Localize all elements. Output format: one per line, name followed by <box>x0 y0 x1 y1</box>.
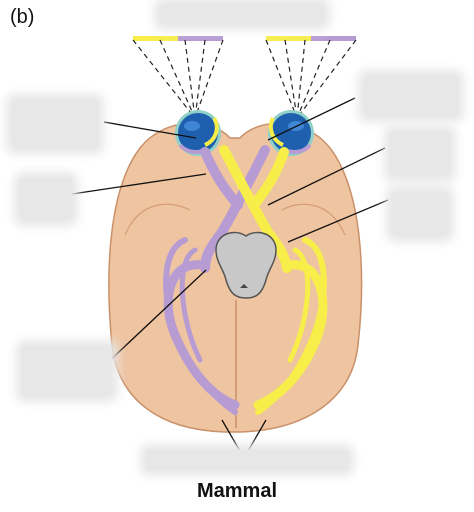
label-blank-top <box>160 4 324 24</box>
visual-field-right-eye-yellow <box>266 36 311 41</box>
label-blank-optic-tract <box>392 192 448 236</box>
right-eye <box>268 110 314 156</box>
light-rays <box>132 39 357 119</box>
label-blank-visual-cortex <box>146 450 348 470</box>
label-blank-optic-chiasm <box>390 132 450 176</box>
cortex-fold-right <box>281 203 346 236</box>
label-blank-optic-nerve <box>20 178 72 220</box>
optic-nerve-right-yellow <box>249 147 289 210</box>
left-eye <box>175 110 221 156</box>
label-blank-retina <box>364 76 458 116</box>
visual-field-right-eye-purple <box>311 36 356 41</box>
optic-radiation-left <box>163 237 240 415</box>
visual-field-left-eye-purple <box>178 36 223 41</box>
optic-tract-right-yellow <box>219 145 292 273</box>
optic-tract-left-purple <box>200 145 270 273</box>
label-blank-eye <box>12 100 98 148</box>
figure-caption: Mammal <box>196 480 278 502</box>
optic-radiation-right <box>253 237 328 415</box>
ventricle-small-mark <box>240 284 248 288</box>
label-blank-lgn <box>22 346 112 396</box>
panel-label: (b) <box>10 6 35 28</box>
ventricle <box>215 231 277 299</box>
visual-field-left-eye-yellow <box>133 36 178 41</box>
cortex-fold-left <box>124 203 191 236</box>
